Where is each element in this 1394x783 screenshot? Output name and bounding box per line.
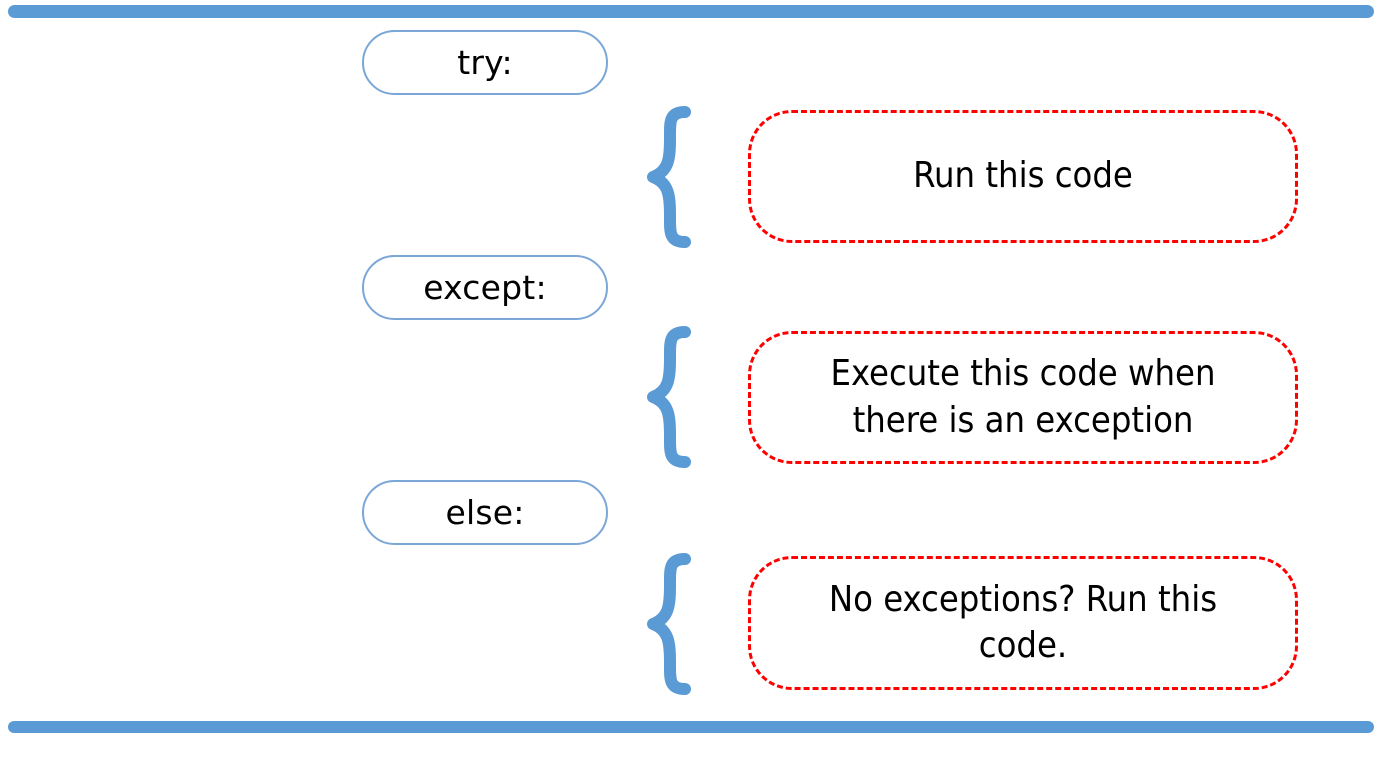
action-box-else[interactable]: No exceptions? Run this code.	[748, 556, 1298, 690]
action-box-except[interactable]: Execute this code when there is an excep…	[748, 331, 1298, 464]
top-divider-bar	[8, 5, 1374, 18]
action-box-try[interactable]: Run this code	[748, 110, 1298, 243]
curly-brace-icon-2	[645, 326, 693, 468]
keyword-pill-else-label: else:	[445, 493, 525, 532]
action-box-try-text: Run this code	[913, 155, 1133, 197]
keyword-pill-else[interactable]: else:	[362, 480, 608, 545]
keyword-pill-except[interactable]: except:	[362, 255, 608, 320]
keyword-pill-try-label: try:	[457, 43, 513, 82]
keyword-pill-try[interactable]: try:	[362, 30, 608, 95]
curly-brace-icon-3	[645, 553, 693, 695]
bottom-divider-bar	[8, 721, 1374, 733]
keyword-pill-except-label: except:	[423, 268, 547, 307]
action-box-except-text: Execute this code when there is an excep…	[830, 353, 1216, 441]
curly-brace-icon-1	[645, 106, 693, 248]
action-box-else-text: No exceptions? Run this code.	[828, 578, 1218, 666]
